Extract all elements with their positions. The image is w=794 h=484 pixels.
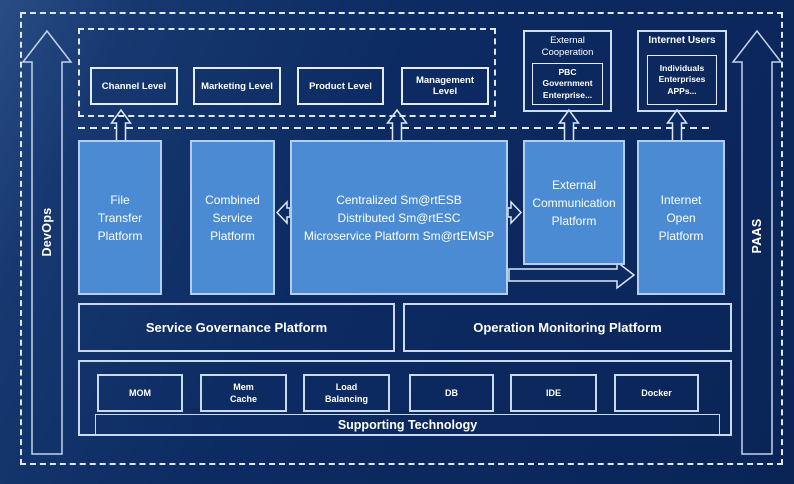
marketing-level-box: Marketing Level xyxy=(193,67,281,105)
external-cooperation-box: External Cooperation PBC Government Ente… xyxy=(523,30,612,112)
external-cooperation-title: External Cooperation xyxy=(541,35,594,58)
operation-monitoring-platform-box: Operation Monitoring Platform xyxy=(403,303,732,352)
paas-label: PAAS xyxy=(750,218,764,254)
external-cooperation-members-box: PBC Government Enterprise... xyxy=(532,63,603,105)
internet-users-box: Internet Users Individuals Enterprises A… xyxy=(637,30,727,112)
db-box: DB xyxy=(409,374,494,412)
mem-cache-box: Mem Cache xyxy=(200,374,287,412)
internet-users-members-box: Individuals Enterprises APPs... xyxy=(647,55,717,105)
devops-label: DevOps xyxy=(40,207,54,257)
product-level-box: Product Level xyxy=(297,67,384,105)
mom-box: MOM xyxy=(97,374,183,412)
internet-users-title: Internet Users xyxy=(648,35,716,46)
external-communication-platform-box: External Communication Platform xyxy=(523,140,625,265)
combined-service-platform-box: Combined Service Platform xyxy=(190,140,275,295)
ide-box: IDE xyxy=(510,374,597,412)
docker-box: Docker xyxy=(614,374,699,412)
management-level-box: Management Level xyxy=(401,67,489,105)
supporting-technology-group xyxy=(78,360,732,436)
load-balancing-box: Load Balancing xyxy=(303,374,390,412)
channel-level-box: Channel Level xyxy=(90,67,178,105)
file-transfer-platform-box: File Transfer Platform xyxy=(78,140,162,295)
levels-dashed-group xyxy=(78,28,496,117)
internet-open-platform-box: Internet Open Platform xyxy=(637,140,725,295)
service-governance-platform-box: Service Governance Platform xyxy=(78,303,395,352)
esb-platform-box: Centralized Sm@rtESB Distributed Sm@rtES… xyxy=(290,140,508,295)
supporting-technology-bar: Supporting Technology xyxy=(95,414,720,435)
